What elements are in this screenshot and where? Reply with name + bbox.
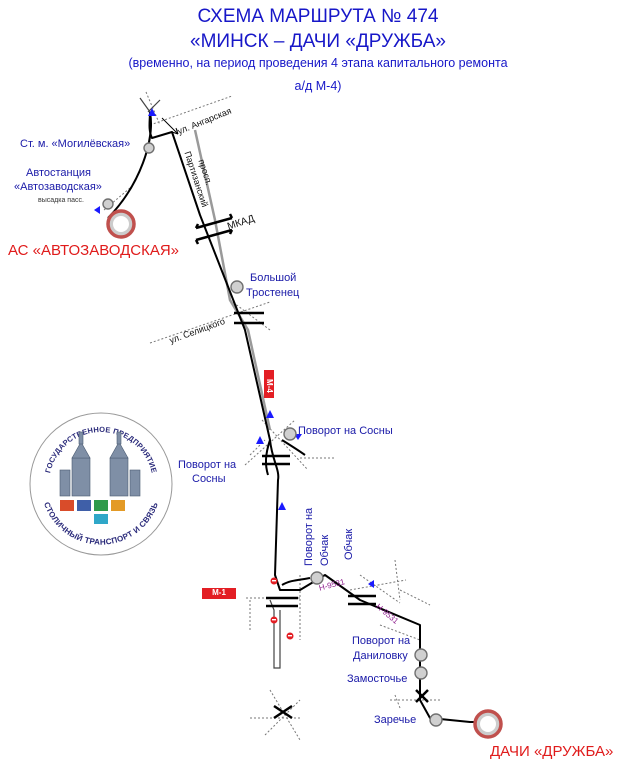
route-name: «МИНСК – ДАЧИ «ДРУЖБА» — [190, 31, 446, 52]
road-label-m1: М-1 — [202, 588, 236, 599]
stop-label-danilovka-2: Даниловку — [353, 650, 408, 662]
bus-stops — [102, 142, 443, 727]
no-entry-signs — [270, 577, 294, 640]
m4-highway — [193, 129, 272, 431]
stop-label-mogilevskaya: Ст. м. «Могилёвская» — [20, 138, 131, 150]
terminals — [106, 209, 503, 739]
stop-label-avtostanciya-1: Автостанция — [26, 167, 91, 179]
stop-label-sosny-left-2: Сосны — [192, 473, 226, 485]
stop-label-obchak-turn-2: Обчак — [319, 534, 331, 566]
stop-label-bolshoy-2: Тростенец — [246, 287, 300, 299]
stop-label-sosny-left-1: Поворот на — [178, 459, 237, 471]
interchanges — [194, 213, 429, 720]
company-logo: ГОСУДАРСТВЕННОЕ ПРЕДПРИЯТИЕ СТОЛИЧНЫЙ ТР… — [29, 412, 173, 556]
terminal-start-label: АС «АВТОЗАВОДСКАЯ» — [8, 242, 179, 259]
stop-label-zarechye: Заречье — [374, 714, 417, 726]
stop-label-avtostanciya-2: «Автозаводская» — [14, 181, 102, 193]
logo-buildings-icon — [59, 431, 141, 497]
stop-label-zamostochye: Замосточье — [347, 673, 408, 685]
road-label-m4: М-4 — [264, 370, 274, 398]
stop-label-danilovka-1: Поворот на — [352, 635, 411, 647]
road-label-m4-text: М-4 — [265, 379, 274, 393]
stop-zamostochye — [414, 666, 428, 680]
direction-arrows — [94, 108, 374, 588]
stop-sosny-right — [283, 427, 297, 441]
route-note-line2: а/д М-4) — [294, 79, 342, 93]
stop-avtostanciya — [102, 198, 114, 210]
terminal-end-label: ДАЧИ «ДРУЖБА» — [490, 743, 614, 760]
route-arrow — [161, 117, 179, 135]
logo-transport-icons — [60, 500, 125, 524]
route-line — [107, 111, 488, 723]
stop-zarechye — [429, 713, 443, 727]
route-note-line1: (временно, на период проведения 4 этапа … — [128, 56, 508, 70]
stop-danilovka — [414, 648, 428, 662]
stop-label-obchak: Обчак — [343, 528, 355, 560]
stop-label-obchak-turn-1: Поворот на — [303, 507, 315, 566]
page-title: СХЕМА МАРШРУТА № 474 — [197, 6, 439, 27]
stop-bolshoy-trostenec — [230, 280, 244, 294]
stop-label-bolshoy-1: Большой — [250, 272, 297, 284]
stop-mogilevskaya — [143, 142, 155, 154]
stop-label-sosny-right: Поворот на Сосны — [298, 425, 393, 437]
stop-label-vysadka: высадка пасс. — [38, 197, 84, 204]
stop-obchak-turn — [310, 571, 324, 585]
